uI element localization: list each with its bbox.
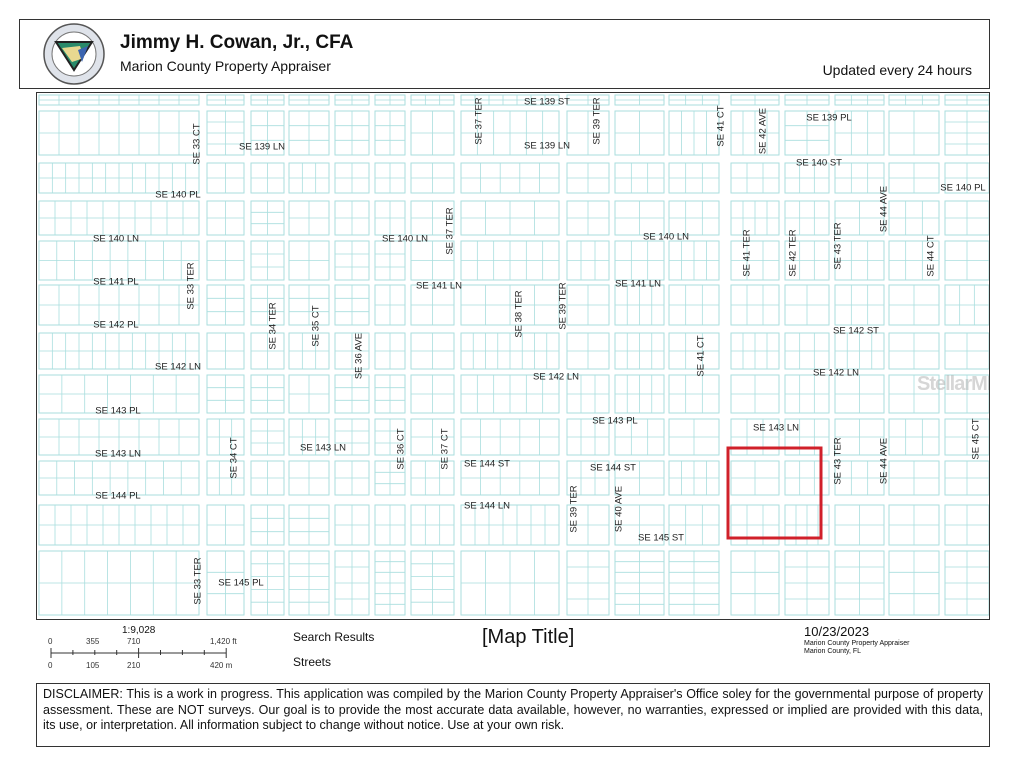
street-label: SE 145 PL <box>218 577 264 589</box>
street-label: SE 141 LN <box>615 278 661 290</box>
street-label: SE 142 ST <box>833 325 879 337</box>
street-label: SE 43 TER <box>832 437 844 485</box>
m-tick: 105 <box>86 661 100 670</box>
street-label: SE 42 AVE <box>757 107 769 155</box>
street-label: SE 140 LN <box>93 233 139 245</box>
street-label: SE 44 CT <box>925 235 937 277</box>
street-label: SE 144 PL <box>95 490 141 502</box>
street-label: SE 142 LN <box>155 361 201 373</box>
street-label: SE 139 LN <box>524 140 570 152</box>
street-label: SE 34 TER <box>267 302 279 350</box>
street-label: SE 140 LN <box>382 233 428 245</box>
street-label: SE 33 TER <box>192 557 204 605</box>
street-label: SE 41 CT <box>715 105 727 147</box>
m-tick: 420 m <box>210 661 233 670</box>
m-tick: 210 <box>127 661 141 670</box>
street-label: SE 139 PL <box>806 112 852 124</box>
parcel-map[interactable]: SE 139 ST SE 37 TER SE 39 TER SE 41 CT SE 42… <box>36 92 990 620</box>
street-label: SE 42 TER <box>787 229 799 277</box>
parcel-lines <box>38 94 989 616</box>
street-label: SE 145 ST <box>638 532 684 544</box>
street-label: SE 44 AVE <box>878 437 890 485</box>
street-label: SE 41 TER <box>741 229 753 277</box>
map-title: [Map Title] <box>482 626 575 648</box>
org-line: Marion County Property Appraiser <box>804 640 910 647</box>
street-label: SE 141 PL <box>93 276 139 288</box>
map-date: 10/23/2023 <box>804 624 870 639</box>
m-tick: 0 <box>48 661 53 670</box>
search-result-parcel <box>726 446 823 540</box>
street-label: SE 43 TER <box>832 222 844 270</box>
street-label: SE 40 AVE <box>613 485 625 533</box>
street-label: SE 139 LN <box>239 141 285 153</box>
update-frequency: Updated every 24 hours <box>822 62 972 78</box>
street-label: SE 142 LN <box>813 367 859 379</box>
street-label: SE 35 CT <box>310 305 322 347</box>
street-label: SE 143 LN <box>753 422 799 434</box>
street-label: SE 39 TER <box>568 485 580 533</box>
street-label: SE 33 CT <box>191 123 203 165</box>
street-label: SE 143 PL <box>95 405 141 417</box>
street-label: SE 34 CT <box>228 437 240 479</box>
legend-streets: Streets <box>293 655 332 669</box>
scale-ratio: 1:9,028 <box>122 625 156 636</box>
street-label: SE 143 LN <box>300 442 346 454</box>
scale-bar <box>50 648 227 658</box>
street-label: SE 41 CT <box>695 335 707 377</box>
street-label: SE 140 LN <box>643 231 689 243</box>
street-label: SE 37 TER <box>473 97 485 145</box>
street-label: SE 45 CT <box>970 418 982 460</box>
office-name: Marion County Property Appraiser <box>120 58 331 74</box>
org-line: Marion County, FL <box>804 648 862 655</box>
street-label: SE 39 TER <box>591 97 603 145</box>
street-label: SE 39 TER <box>557 282 569 330</box>
street-label: SE 38 TER <box>513 290 525 338</box>
street-label: SE 142 PL <box>93 319 139 331</box>
street-label: SE 143 PL <box>592 415 638 427</box>
street-label: SE 140 PL <box>940 182 986 194</box>
watermark: StellarMLS <box>917 373 989 395</box>
map-footer: 1:9,028 0 355 710 1,420 ft 0 105 210 420… <box>36 620 990 680</box>
street-label: SE 144 ST <box>590 462 636 474</box>
header: Jimmy H. Cowan, Jr., CFA Marion County P… <box>19 19 990 89</box>
street-label: SE 37 CT <box>439 428 451 470</box>
street-label: SE 37 TER <box>444 207 456 255</box>
street-label: SE 36 AVE <box>353 332 365 380</box>
ft-tick: 1,420 ft <box>210 637 237 646</box>
street-label: SE 142 LN <box>533 371 579 383</box>
street-label: SE 44 AVE <box>878 185 890 233</box>
street-label: SE 36 CT <box>395 428 407 470</box>
street-label: SE 140 PL <box>155 189 201 201</box>
disclaimer: DISCLAIMER: This is a work in progress. … <box>36 683 990 747</box>
ft-tick: 355 <box>86 637 100 646</box>
appraiser-name: Jimmy H. Cowan, Jr., CFA <box>120 32 354 53</box>
street-label: SE 144 LN <box>464 500 510 512</box>
street-label: SE 140 ST <box>796 157 842 169</box>
street-label: SE 144 ST <box>464 458 510 470</box>
legend-search-results: Search Results <box>293 630 375 644</box>
property-appraiser-seal-logo <box>43 23 105 85</box>
street-label: SE 143 LN <box>95 448 141 460</box>
street-label: SE 141 LN <box>416 280 462 292</box>
ft-tick: 0 <box>48 637 53 646</box>
street-label: SE 33 TER <box>185 262 197 310</box>
street-label: SE 139 ST <box>524 96 570 108</box>
ft-tick: 710 <box>127 637 141 646</box>
